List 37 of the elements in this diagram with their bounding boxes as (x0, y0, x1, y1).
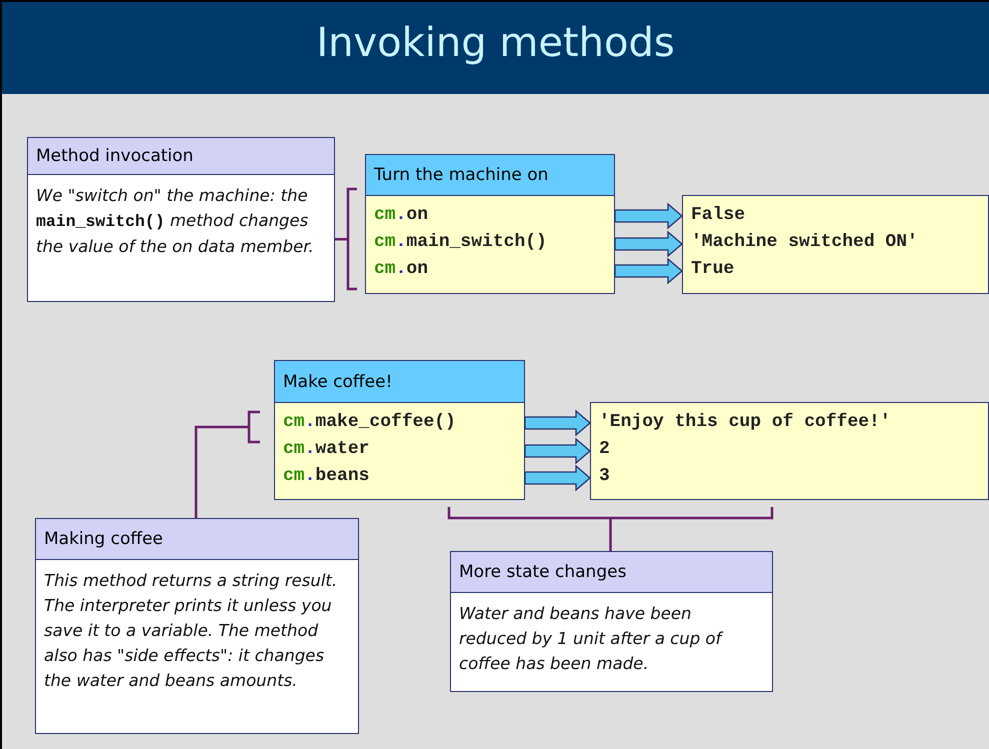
code-line: cm.main_switch() (373, 231, 548, 254)
code-panel (274, 360, 525, 500)
block-arrow (614, 230, 683, 258)
note-box (27, 137, 335, 302)
code-line: cm.make_coffee() (282, 411, 457, 434)
note-text: We "switch on" the machine: the main_switch() method changes the value of the on data member. (35, 185, 315, 258)
block-arrow (524, 438, 591, 464)
code-panel (365, 154, 615, 294)
note-box (450, 551, 773, 692)
box-heading: More state changes (451, 552, 772, 593)
slide-title: Invoking methods (315, 20, 676, 66)
block-arrow (524, 410, 591, 436)
note-text: Water and beans have been reduced by 1 unit after a cup of coffee has been made. (458, 603, 724, 675)
box-heading: Make coffee! (275, 361, 524, 403)
code-line: True (690, 258, 736, 281)
code-line: 'Machine switched ON' (690, 231, 919, 254)
bracket-connector (334, 188, 358, 290)
code-line: 'Enjoy this cup of coffee!' (598, 411, 892, 434)
block-arrow (614, 258, 683, 284)
code-line: False (690, 204, 746, 227)
block-arrow (524, 464, 591, 492)
code-line: 2 (598, 438, 611, 461)
output-panel (682, 195, 989, 294)
code-line: cm.on (373, 258, 430, 281)
code-line: 3 (598, 465, 611, 488)
code-line: cm.beans (282, 465, 370, 488)
note-box (35, 518, 359, 734)
code-line: cm.on (373, 204, 430, 227)
box-heading: Method invocation (28, 138, 334, 175)
code-line: cm.water (282, 438, 370, 461)
block-arrow (614, 202, 683, 230)
bracket-connector (448, 506, 774, 552)
box-heading: Making coffee (36, 519, 358, 560)
bracket-connector (194, 410, 262, 520)
box-heading: Turn the machine on (366, 155, 614, 196)
output-panel (590, 402, 989, 500)
note-text: This method returns a string result. The interpreter prints it unless you save it to a variable. The method also has "side effects": it changes the water and beans amounts. (43, 570, 338, 692)
